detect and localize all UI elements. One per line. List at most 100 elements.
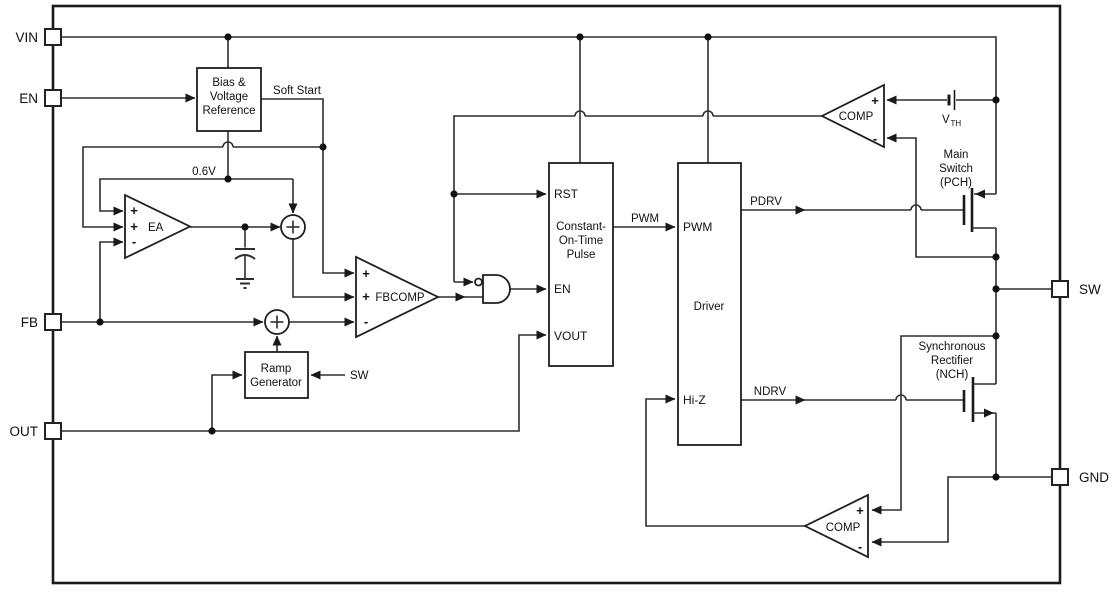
pin-sw (1051, 280, 1069, 298)
comp-top-comparator: + - COMP (819, 83, 885, 149)
junction-dot (224, 33, 232, 41)
bias-block-box (196, 67, 262, 132)
summing-junction-2 (264, 309, 290, 335)
junction-dot (319, 143, 327, 151)
driver-port-pwm: PWM (683, 220, 712, 234)
constant-on-time-pulse-block: RST Constant- On-Time Pulse EN VOUT (548, 162, 614, 367)
vth-label: V (942, 114, 950, 126)
fbcomp-plus1-sign: + (362, 266, 370, 281)
driver-block-box (677, 162, 742, 446)
vref-label: 0.6V (192, 166, 216, 178)
wire-hop (702, 110, 714, 117)
fbcomp-triangle (355, 255, 441, 339)
comp-bot-minus-sign: - (858, 539, 862, 554)
comp-top-plus-sign: + (871, 93, 879, 108)
ramp-sw-label: SW (350, 370, 369, 382)
ea-plus1-sign: + (130, 203, 138, 218)
pin-gnd (1051, 468, 1069, 486)
ramp-block-box (244, 351, 309, 399)
pin-label-sw: SW (1079, 282, 1101, 297)
junction-dot (992, 285, 1000, 293)
main-switch-label-3: (PCH) (940, 177, 972, 189)
pdrv-wire-label: PDRV (750, 196, 782, 208)
ground-symbol (236, 278, 254, 289)
pin-en (44, 89, 62, 107)
main-switch-label-2: Switch (939, 163, 973, 175)
bias-label-3: Reference (202, 105, 255, 117)
bias-label-2: Voltage (210, 91, 248, 103)
junction-dot (992, 253, 1000, 261)
pin-label-fb: FB (21, 315, 38, 330)
wire-comp-bot-plus (871, 335, 996, 515)
pch-source-arrow (975, 189, 985, 199)
main-switch-pch: Main Switch (PCH) (939, 149, 996, 232)
comp-bot-plus-sign: + (856, 503, 864, 518)
pwm-wire-label: PWM (631, 213, 659, 225)
junction-dot (450, 190, 458, 198)
soft-start-label: Soft Start (273, 85, 322, 97)
ramp-generator-block: Ramp Generator (244, 351, 309, 399)
cot-title-1: Constant- (556, 221, 606, 233)
junction-dot (704, 33, 712, 41)
wire-softstart-to-ea (82, 146, 223, 232)
pin-vin (44, 28, 62, 46)
sync-rect-label-2: Rectifier (931, 355, 973, 367)
wire-comp-bot-minus (871, 476, 996, 547)
pin-label-en: EN (19, 91, 38, 106)
vth-battery: V TH (942, 90, 961, 128)
cot-port-rst: RST (554, 187, 579, 201)
cot-port-vout: VOUT (554, 329, 588, 343)
pin-label-gnd: GND (1079, 470, 1109, 485)
compensation-capacitor (234, 248, 256, 260)
fbcomp-label: FBCOMP (375, 292, 425, 304)
and-gate-body (482, 274, 511, 304)
pins: VIN EN FB OUT SW GND (10, 28, 1109, 486)
ea-triangle (124, 193, 193, 260)
wire-out-vout (61, 330, 547, 432)
driver-title: Driver (694, 301, 725, 313)
main-switch-label-1: Main (944, 149, 969, 161)
wire-vref-to-ea (99, 178, 293, 216)
cot-title-2: On-Time (559, 235, 603, 247)
and-gate-inverter-bubble (474, 277, 483, 287)
wire-hop (574, 110, 586, 117)
fbcomp-minus-sign: - (364, 314, 368, 329)
junction-dot (992, 332, 1000, 340)
pin-out (44, 422, 62, 440)
ea-minus-sign: - (132, 234, 136, 249)
wire-comp-bot-out (645, 394, 805, 527)
fbcomp-plus2-sign: + (362, 289, 370, 304)
junction-dot (208, 427, 216, 435)
and-gate (474, 274, 511, 304)
junction-dot (224, 175, 232, 183)
ea-label: EA (148, 222, 164, 234)
comp-bot-triangle (802, 493, 869, 559)
error-amplifier: + + - EA (124, 193, 193, 260)
wire-out-to-ramp (211, 370, 243, 431)
ndrv-wire-label: NDRV (754, 386, 787, 398)
sync-rect-label-1: Synchronous (918, 341, 985, 353)
junction-dot (992, 473, 1000, 481)
pin-label-vin: VIN (15, 30, 38, 45)
bias-voltage-reference-block: Bias & Voltage Reference (196, 67, 262, 132)
cot-block-box (548, 162, 614, 367)
wire-vin-rail (61, 36, 997, 194)
wire-soft-start (261, 98, 355, 278)
wire-comp-top-out (453, 115, 575, 282)
junction-dot (96, 318, 104, 326)
vth-subscript: TH (951, 119, 962, 128)
wire-sum1-out (292, 239, 355, 302)
sync-rect-label-3: (NCH) (936, 369, 969, 381)
ea-plus2-sign: + (130, 219, 138, 234)
comp-top-triangle (819, 83, 885, 149)
driver-port-hiz: Hi-Z (683, 393, 706, 407)
junction-dots (96, 33, 1000, 481)
junction-dot (241, 223, 249, 231)
pin-label-out: OUT (10, 424, 39, 439)
wire-comp-top-minus (886, 133, 996, 258)
comp-bot-label: COMP (826, 522, 861, 534)
driver-block: PWM Driver Hi-Z (677, 162, 742, 446)
cot-port-en: EN (554, 282, 571, 296)
